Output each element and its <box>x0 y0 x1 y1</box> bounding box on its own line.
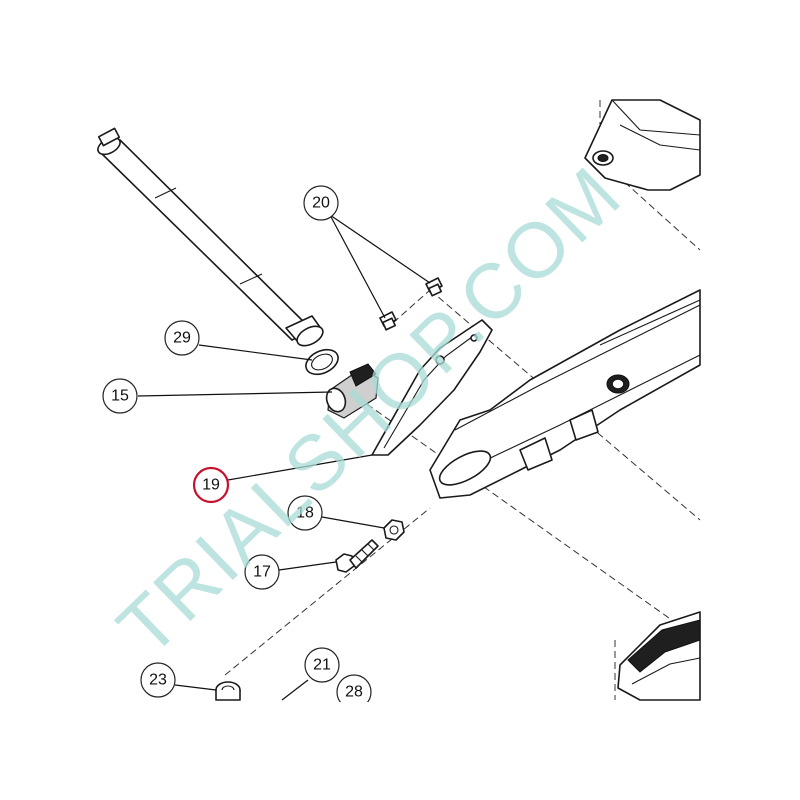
callout-label-19: 19 <box>202 477 220 494</box>
callout-17: 17 <box>244 554 280 590</box>
bushing-23 <box>215 681 241 701</box>
callout-23: 23 <box>140 662 176 698</box>
swingarm-axle <box>97 127 324 347</box>
bottom-margin <box>0 702 800 800</box>
callout-20: 20 <box>303 185 339 221</box>
callout-label-17: 17 <box>253 564 271 581</box>
rear-frame-part-bottom <box>617 611 701 701</box>
callout-label-18: 18 <box>296 505 314 522</box>
washer-29 <box>305 348 339 376</box>
callout-29: 29 <box>164 320 200 356</box>
swingarm <box>429 289 701 499</box>
callout-label-21: 21 <box>313 657 331 674</box>
rear-frame-part-top <box>584 99 701 191</box>
leader-lines <box>137 214 431 701</box>
screws-20 <box>379 277 443 331</box>
chain-adjuster-15 <box>325 363 379 419</box>
callout-21: 21 <box>304 647 340 683</box>
nut-18 <box>383 519 405 541</box>
callout-label-15: 15 <box>111 388 129 405</box>
callout-18: 18 <box>287 495 323 531</box>
callout-label-20: 20 <box>312 195 330 212</box>
callout-label-28: 28 <box>345 684 363 701</box>
chain-guide-19 <box>371 319 493 456</box>
callout-label-29: 29 <box>173 330 191 347</box>
callout-19: 19 <box>192 466 230 504</box>
bolt-17 <box>335 539 379 573</box>
callout-label-23: 23 <box>149 672 167 689</box>
callout-15: 15 <box>102 378 138 414</box>
